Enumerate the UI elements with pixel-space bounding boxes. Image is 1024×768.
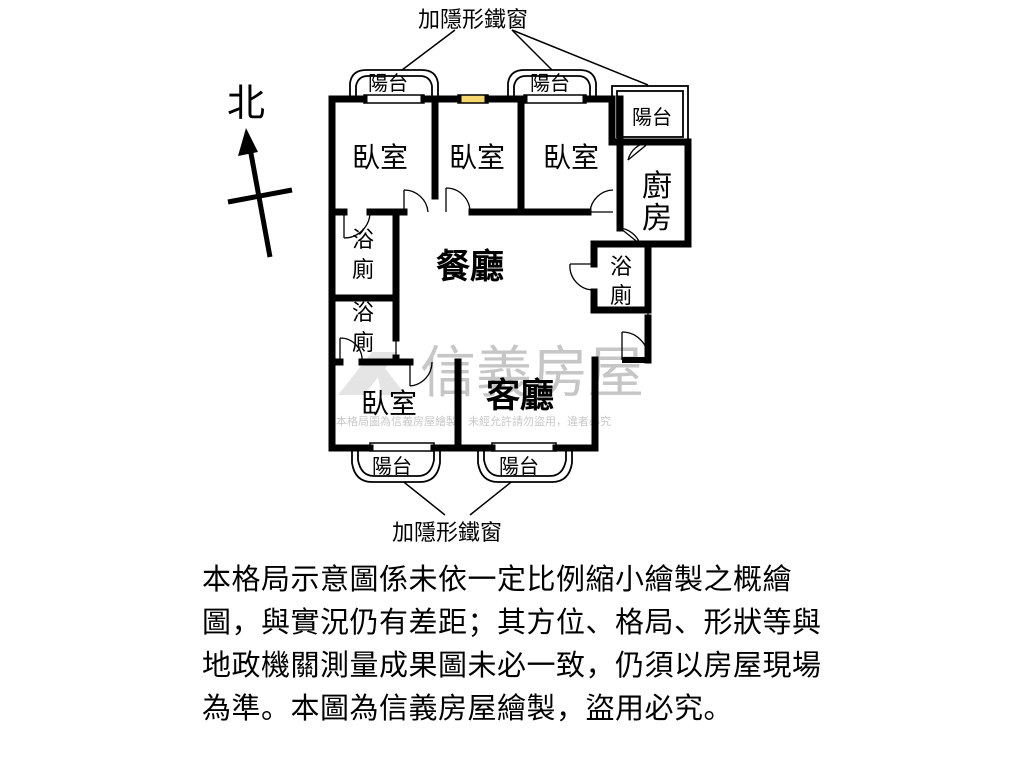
bath-label-2a: 浴	[352, 301, 374, 326]
balcony-label-bottom-2: 陽台	[499, 454, 539, 478]
bath-label-3a: 浴	[610, 255, 632, 280]
balcony-bottom-1	[351, 448, 441, 483]
kitchen-label-2: 房	[642, 201, 672, 236]
living-label: 客廳	[486, 376, 554, 416]
balcony-bottom-2	[477, 448, 573, 483]
balcony-top-1	[349, 69, 439, 98]
bedroom-label-2: 臥室	[449, 141, 505, 174]
north-label: 北	[227, 81, 265, 125]
balcony-label-top-2: 陽台	[530, 71, 570, 95]
bedroom-label-4: 臥室	[361, 387, 417, 420]
watermark-notice: 本格局圖為信義房屋繪製，未經允許請勿盜用，違者必究	[336, 414, 611, 428]
bedroom-label-3: 臥室	[543, 141, 599, 174]
balcony-label-kitchen: 陽台	[632, 105, 672, 129]
window-label-top: 加隱形鐵窗	[418, 8, 528, 33]
bath-label-1b: 廁	[352, 258, 374, 283]
balcony-label-bottom-1: 陽台	[372, 454, 412, 478]
compass-needle	[247, 147, 273, 258]
balconies	[349, 69, 689, 483]
window-highlight	[457, 94, 489, 104]
compass-arrow-icon	[238, 128, 258, 156]
balcony-label-top-1: 陽台	[368, 71, 408, 95]
bath-label-2b: 廁	[352, 331, 374, 356]
balcony-top-2	[507, 69, 597, 98]
window-label-bottom: 加隱形鐵窗	[392, 521, 502, 546]
dining-label: 餐廳	[436, 247, 504, 287]
compass-cross	[227, 187, 293, 205]
doors	[339, 141, 651, 387]
bedroom-label-1: 臥室	[352, 141, 408, 174]
kitchen-label-1: 廚	[642, 169, 672, 204]
disclaimer-note: 本格局示意圖係未依一定比例縮小繪製之概繪圖，與實況仍有差距；其方位、格局、形狀等…	[202, 562, 822, 725]
bath-label-3b: 廁	[610, 284, 632, 309]
room-labels: 陽台 陽台 陽台 陽台 陽台 臥室 臥室 臥室 臥室 廚 房 餐廳 客廳 浴 廁…	[352, 71, 672, 478]
bath-label-1a: 浴	[352, 228, 374, 253]
compass: 北	[227, 81, 293, 258]
